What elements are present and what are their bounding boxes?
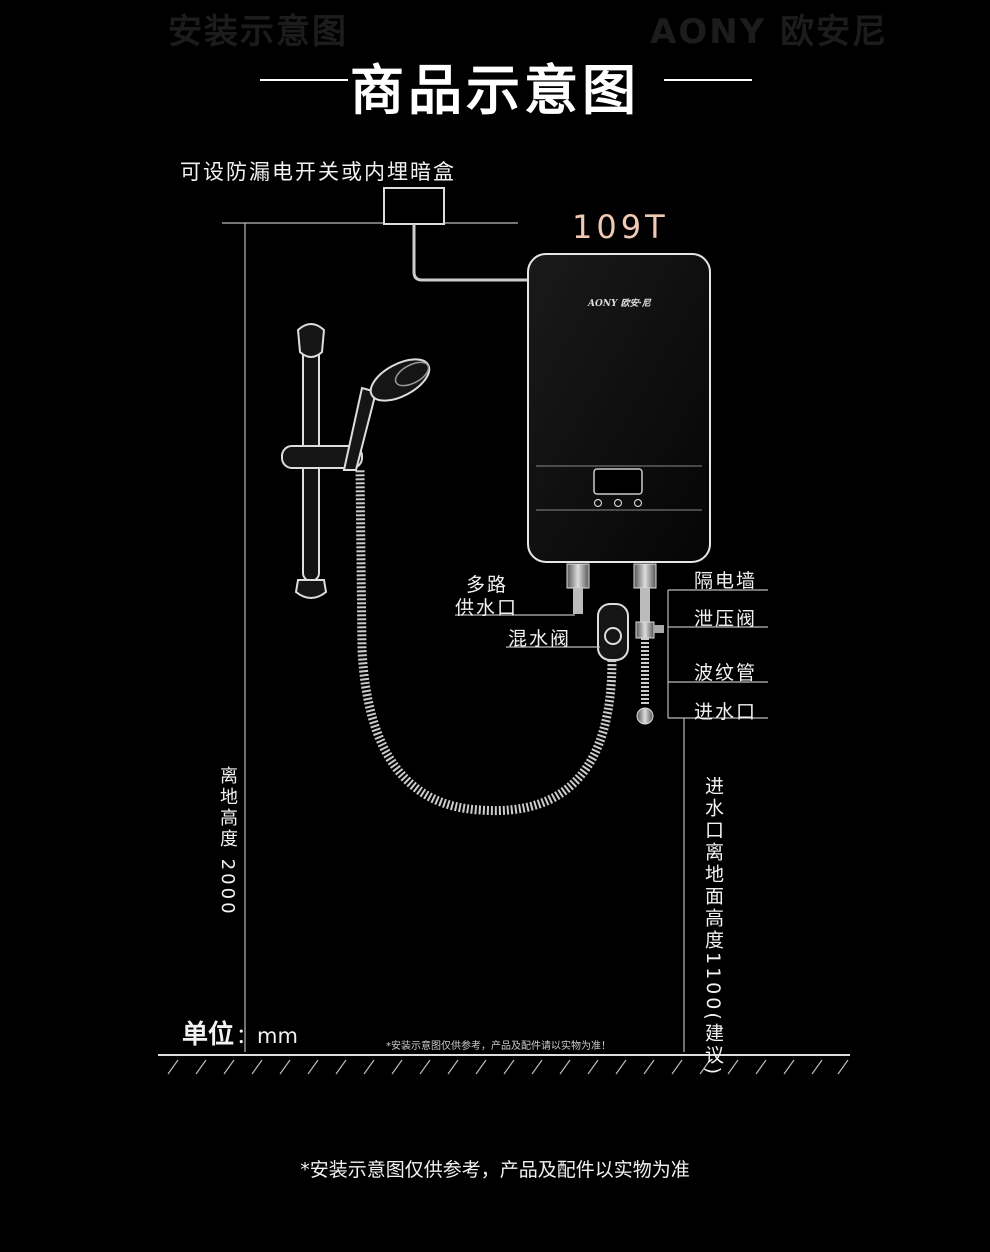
title-rule-right bbox=[664, 79, 752, 81]
inlet-nut bbox=[636, 707, 654, 725]
title-rule-left bbox=[260, 79, 348, 81]
water-heater-body bbox=[527, 253, 711, 563]
pipe-left bbox=[573, 588, 583, 614]
footer-note: *安装示意图仅供参考，产品及配件以实物为准 bbox=[300, 1159, 690, 1181]
switch-box bbox=[383, 187, 445, 225]
ghost-header-left: 安装示意图 bbox=[168, 12, 348, 52]
label-mixing-valve: 混水阀 bbox=[508, 628, 572, 650]
brand-logo: AONY 欧安·尼 bbox=[588, 299, 651, 309]
slide-holder bbox=[281, 445, 363, 469]
unit-value: ：mm bbox=[236, 1024, 298, 1048]
label-relief-valve: 泄压阀 bbox=[694, 608, 758, 630]
relief-valve-knob bbox=[654, 625, 664, 633]
label-corrugated-pipe: 波纹管 bbox=[694, 662, 758, 684]
heater-button-3 bbox=[633, 498, 643, 508]
label-multi-supply-line2: 供水口 bbox=[455, 597, 519, 619]
shower-handle bbox=[342, 386, 378, 471]
slide-bar-bottom-cap bbox=[294, 579, 328, 599]
ghost-header-right: AONY 欧安尼 bbox=[650, 12, 889, 52]
model-number: 109T bbox=[572, 208, 669, 246]
switch-label: 可设防漏电开关或内埋暗盒 bbox=[180, 160, 456, 184]
heater-button-1 bbox=[593, 498, 603, 508]
relief-valve-body bbox=[635, 621, 655, 639]
inlet-fitting-right bbox=[633, 563, 657, 589]
shower-head bbox=[369, 358, 431, 402]
shower-hose bbox=[355, 469, 617, 816]
outlet-fitting-left bbox=[566, 563, 590, 589]
label-water-inlet: 进水口 bbox=[694, 701, 758, 723]
height-left-label: 离地高度 2000 bbox=[217, 766, 238, 917]
page-title: 商品示意图 bbox=[350, 59, 640, 122]
mixing-valve-knob bbox=[604, 627, 622, 645]
small-note: *安装示意图仅供参考，产品及配件请以实物为准！ bbox=[386, 1041, 611, 1052]
shower-head-face bbox=[394, 361, 430, 387]
power-cable bbox=[412, 224, 528, 282]
slide-bar-top-cap bbox=[296, 323, 326, 358]
label-multi-supply-line1: 多路 bbox=[466, 574, 509, 596]
height-right-label: 进水口离地面高度1100(建议) bbox=[702, 776, 724, 1078]
unit-label: 单位 bbox=[182, 1020, 235, 1050]
pipe-right bbox=[640, 588, 650, 624]
leader-lines bbox=[455, 589, 768, 719]
heater-button-2 bbox=[613, 498, 623, 508]
floor-hatching bbox=[167, 1059, 849, 1075]
label-partition-wall: 隔电墙 bbox=[694, 570, 758, 592]
heater-display bbox=[593, 468, 643, 495]
mixing-valve bbox=[597, 603, 629, 661]
